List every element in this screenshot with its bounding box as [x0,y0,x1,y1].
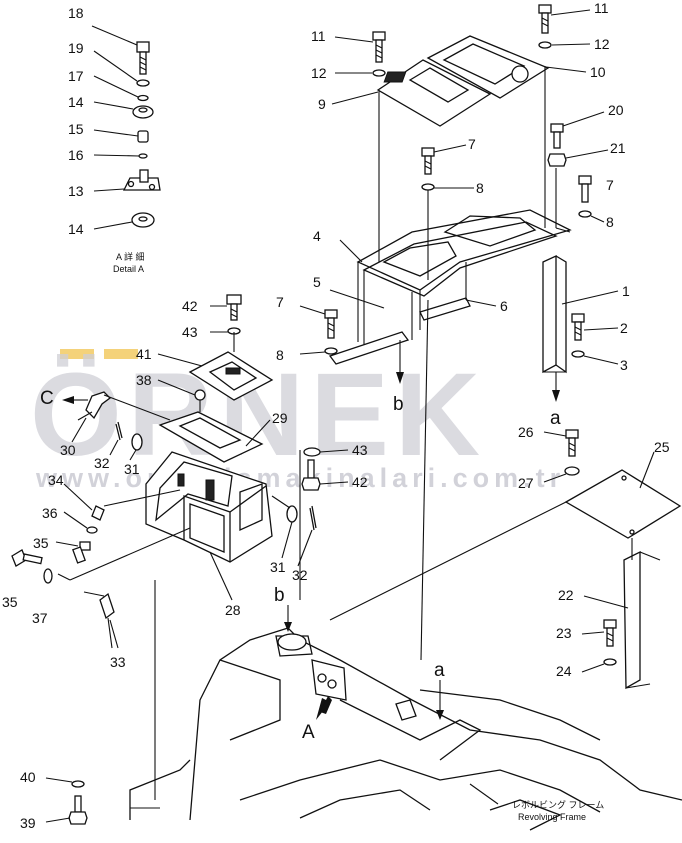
callout-32: 32 [94,455,110,471]
callout-18: 18 [68,5,84,21]
detail-a-title-jp: A 詳 細 [116,251,145,262]
callout-20: 20 [608,102,624,118]
callout-19: 19 [68,40,84,56]
frame-note-en: Revolving Frame [518,812,586,822]
callout-37: 37 [32,610,48,626]
callout-25: 25 [654,439,670,455]
callout-42: 42 [182,298,198,314]
ref-b-lower: b [274,585,285,606]
watermark-url: www.ornekismakinalari.com.tr [35,463,565,493]
callout-33: 33 [110,654,126,670]
callout-39: 39 [20,815,36,831]
callout-7: 7 [468,136,476,152]
ref-c: C [40,388,54,409]
callout-14: 14 [68,94,84,110]
callout-41: 41 [136,346,152,362]
bracket-1-group: 1 2 3 a [542,254,630,429]
callout-17: 17 [68,68,84,84]
detail-a-title-en: Detail A [113,264,144,274]
top-cover-group: 11 12 9 11 12 10 [311,0,610,127]
callout-2: 2 [620,320,628,336]
callout-16: 16 [68,147,84,163]
callout-6: 6 [500,298,508,314]
callout-11: 11 [311,28,326,44]
callout-26: 26 [518,424,534,440]
callout-7: 7 [606,177,614,193]
control-box-group: 42 43 41 38 29 43 42 28 [136,294,368,618]
callout-1: 1 [622,283,630,299]
callout-7: 7 [276,294,284,310]
callout-40: 40 [20,769,36,785]
callout-35: 35 [2,594,18,610]
assembly-lines [378,66,557,661]
callout-22: 22 [558,587,574,603]
callout-24: 24 [556,663,572,679]
callout-31: 31 [124,461,140,477]
revolving-frame-group: 40 39 b a A レボルビング フレーム Revolving Frame [20,450,682,831]
ref-a-lower: a [434,660,445,681]
grille-9 [383,71,407,83]
callout-42: 42 [352,474,368,490]
callout-11: 11 [594,0,609,16]
callout-5: 5 [313,274,321,290]
callout-12: 12 [311,65,327,81]
callout-35: 35 [33,535,49,551]
callout-38: 38 [136,372,152,388]
callout-21: 21 [610,140,626,156]
right-plate-group: 26 27 25 22 23 24 [329,424,682,690]
callout-28: 28 [225,602,241,618]
callout-10: 10 [590,64,606,80]
callout-34: 34 [48,472,64,488]
callout-13: 13 [68,183,84,199]
callout-31: 31 [270,559,286,575]
callout-3: 3 [620,357,628,373]
ref-a-upper: a [550,408,561,429]
watermark-accent [104,349,138,359]
callout-43: 43 [352,442,368,458]
ref-b-upper: b [393,394,404,415]
callout-15: 15 [68,121,84,137]
frame-group: 7 8 20 21 7 8 4 5 6 7 8 b [276,102,626,415]
callout-9: 9 [318,96,326,112]
callout-30: 30 [60,442,76,458]
callout-43: 43 [182,324,198,340]
left-parts-group: C [2,388,317,670]
callout-23: 23 [556,625,572,641]
callout-36: 36 [42,505,58,521]
callout-8: 8 [606,214,614,230]
ref-view-a: A [302,722,315,743]
callout-4: 4 [313,228,321,244]
callout-8: 8 [476,180,484,196]
detail-a-group: 18 19 17 14 15 16 13 14 A 詳 細 Detail A [68,5,161,274]
callout-12: 12 [594,36,610,52]
frame-note-jp: レボルビング フレーム [512,799,604,810]
callout-29: 29 [272,410,288,426]
callout-8: 8 [276,347,284,363]
callout-27: 27 [518,475,534,491]
callout-14: 14 [68,221,84,237]
watermark: ÖRNEK www.ornekismakinalari.com.tr [30,349,565,493]
watermark-accent [60,349,94,359]
